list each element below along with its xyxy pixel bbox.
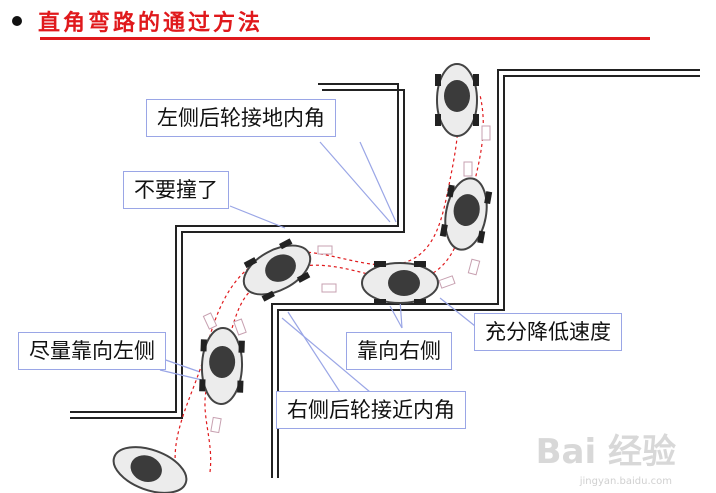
callout-slow-down: 充分降低速度: [474, 313, 622, 351]
callout-left-rear-wheel: 左侧后轮接地内角: [146, 99, 336, 137]
callout-right-rear-wheel: 右侧后轮接近内角: [276, 391, 466, 429]
car-3: [361, 261, 439, 305]
car-6: [112, 446, 188, 493]
callout-keep-left: 尽量靠向左侧: [18, 332, 166, 370]
title-bar: 直角弯路的通过方法: [12, 6, 263, 36]
road-walls: [70, 69, 700, 478]
car-1: [435, 63, 479, 137]
track-markers: [202, 125, 491, 434]
callout-lean-right: 靠向右侧: [346, 332, 452, 370]
page-title: 直角弯路的通过方法: [38, 11, 264, 36]
car-4: [242, 238, 312, 302]
bullet-icon: [12, 16, 22, 26]
callout-dont-hit: 不要撞了: [123, 171, 229, 209]
title-divider: [40, 37, 650, 40]
leader-lines: [159, 141, 481, 393]
watermark-url: jingyan.baidu.com: [579, 476, 672, 487]
watermark-brand: Bai 经验: [535, 432, 676, 472]
car-5: [199, 327, 245, 405]
car-2: [439, 177, 493, 251]
